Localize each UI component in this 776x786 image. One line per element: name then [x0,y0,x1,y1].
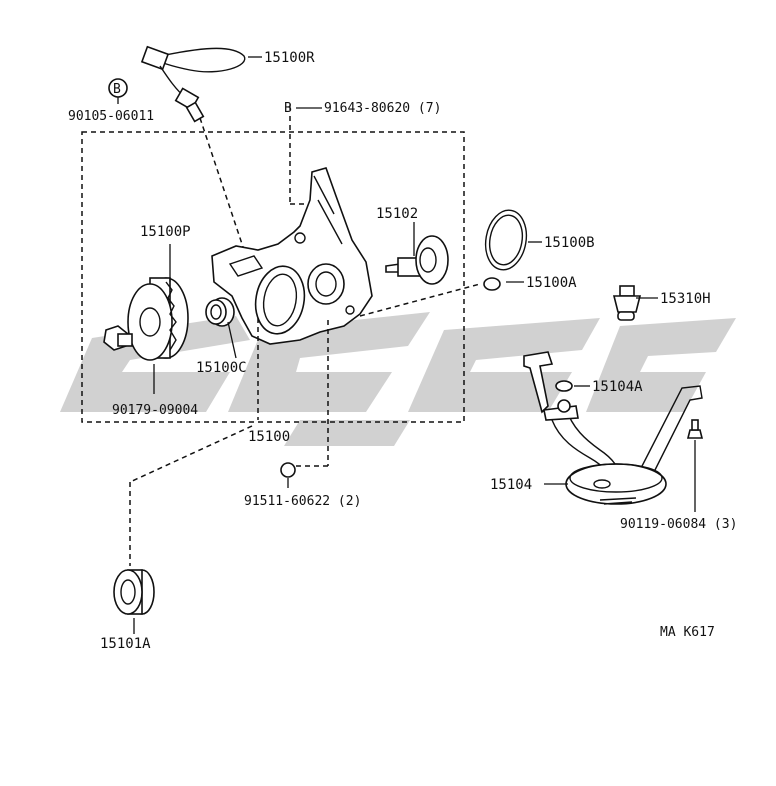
oil-seal-front [113,569,155,615]
bolt-b-label-2: B [284,101,292,116]
o-ring [484,209,528,271]
label-90119: 90119-06084 (3) [620,517,737,532]
label-15104: 15104 [490,477,532,493]
watermark-logo [60,312,736,446]
label-91643: 91643-80620 (7) [324,101,441,116]
label-15310H: 15310H [660,291,711,307]
label-15100A: 15100A [526,275,577,291]
drive-rotor [127,277,189,361]
label-15104A: 15104A [592,379,643,395]
bolt-b-marker-top [108,78,128,98]
dash-15100A [359,283,481,317]
drain-plug [103,325,133,351]
oil-pump-housing [211,167,373,345]
label-15100P: 15100P [140,224,191,240]
label-91511: 91511-60622 (2) [244,494,361,509]
label-15100B: 15100B [544,235,595,251]
pressure-switch [612,285,642,321]
bolt-b-bottom [280,462,296,478]
oil-seal-small [205,297,235,327]
small-gasket [483,277,501,291]
assembly-box [81,131,465,423]
strainer-gasket [555,380,573,392]
strainer-bolt [686,419,704,439]
label-15101A: 15101A [100,636,151,652]
bolt-b-label-1: B [113,82,121,97]
leader-15100C [227,321,237,359]
label-90179: 90179-09004 [112,403,198,418]
label-90105: 90105-06011 [68,109,154,124]
oil-pressure-sensor [140,45,246,123]
label-15100: 15100 [248,429,290,445]
oil-strainer [523,351,703,505]
dash-to-seal [129,425,253,483]
dash-sensor [199,117,247,257]
label-15100C: 15100C [196,360,247,376]
diagram-code: MA K617 [660,625,715,640]
label-15100R: 15100R [264,50,315,66]
label-15102: 15102 [376,206,418,222]
relief-valve [385,235,449,285]
